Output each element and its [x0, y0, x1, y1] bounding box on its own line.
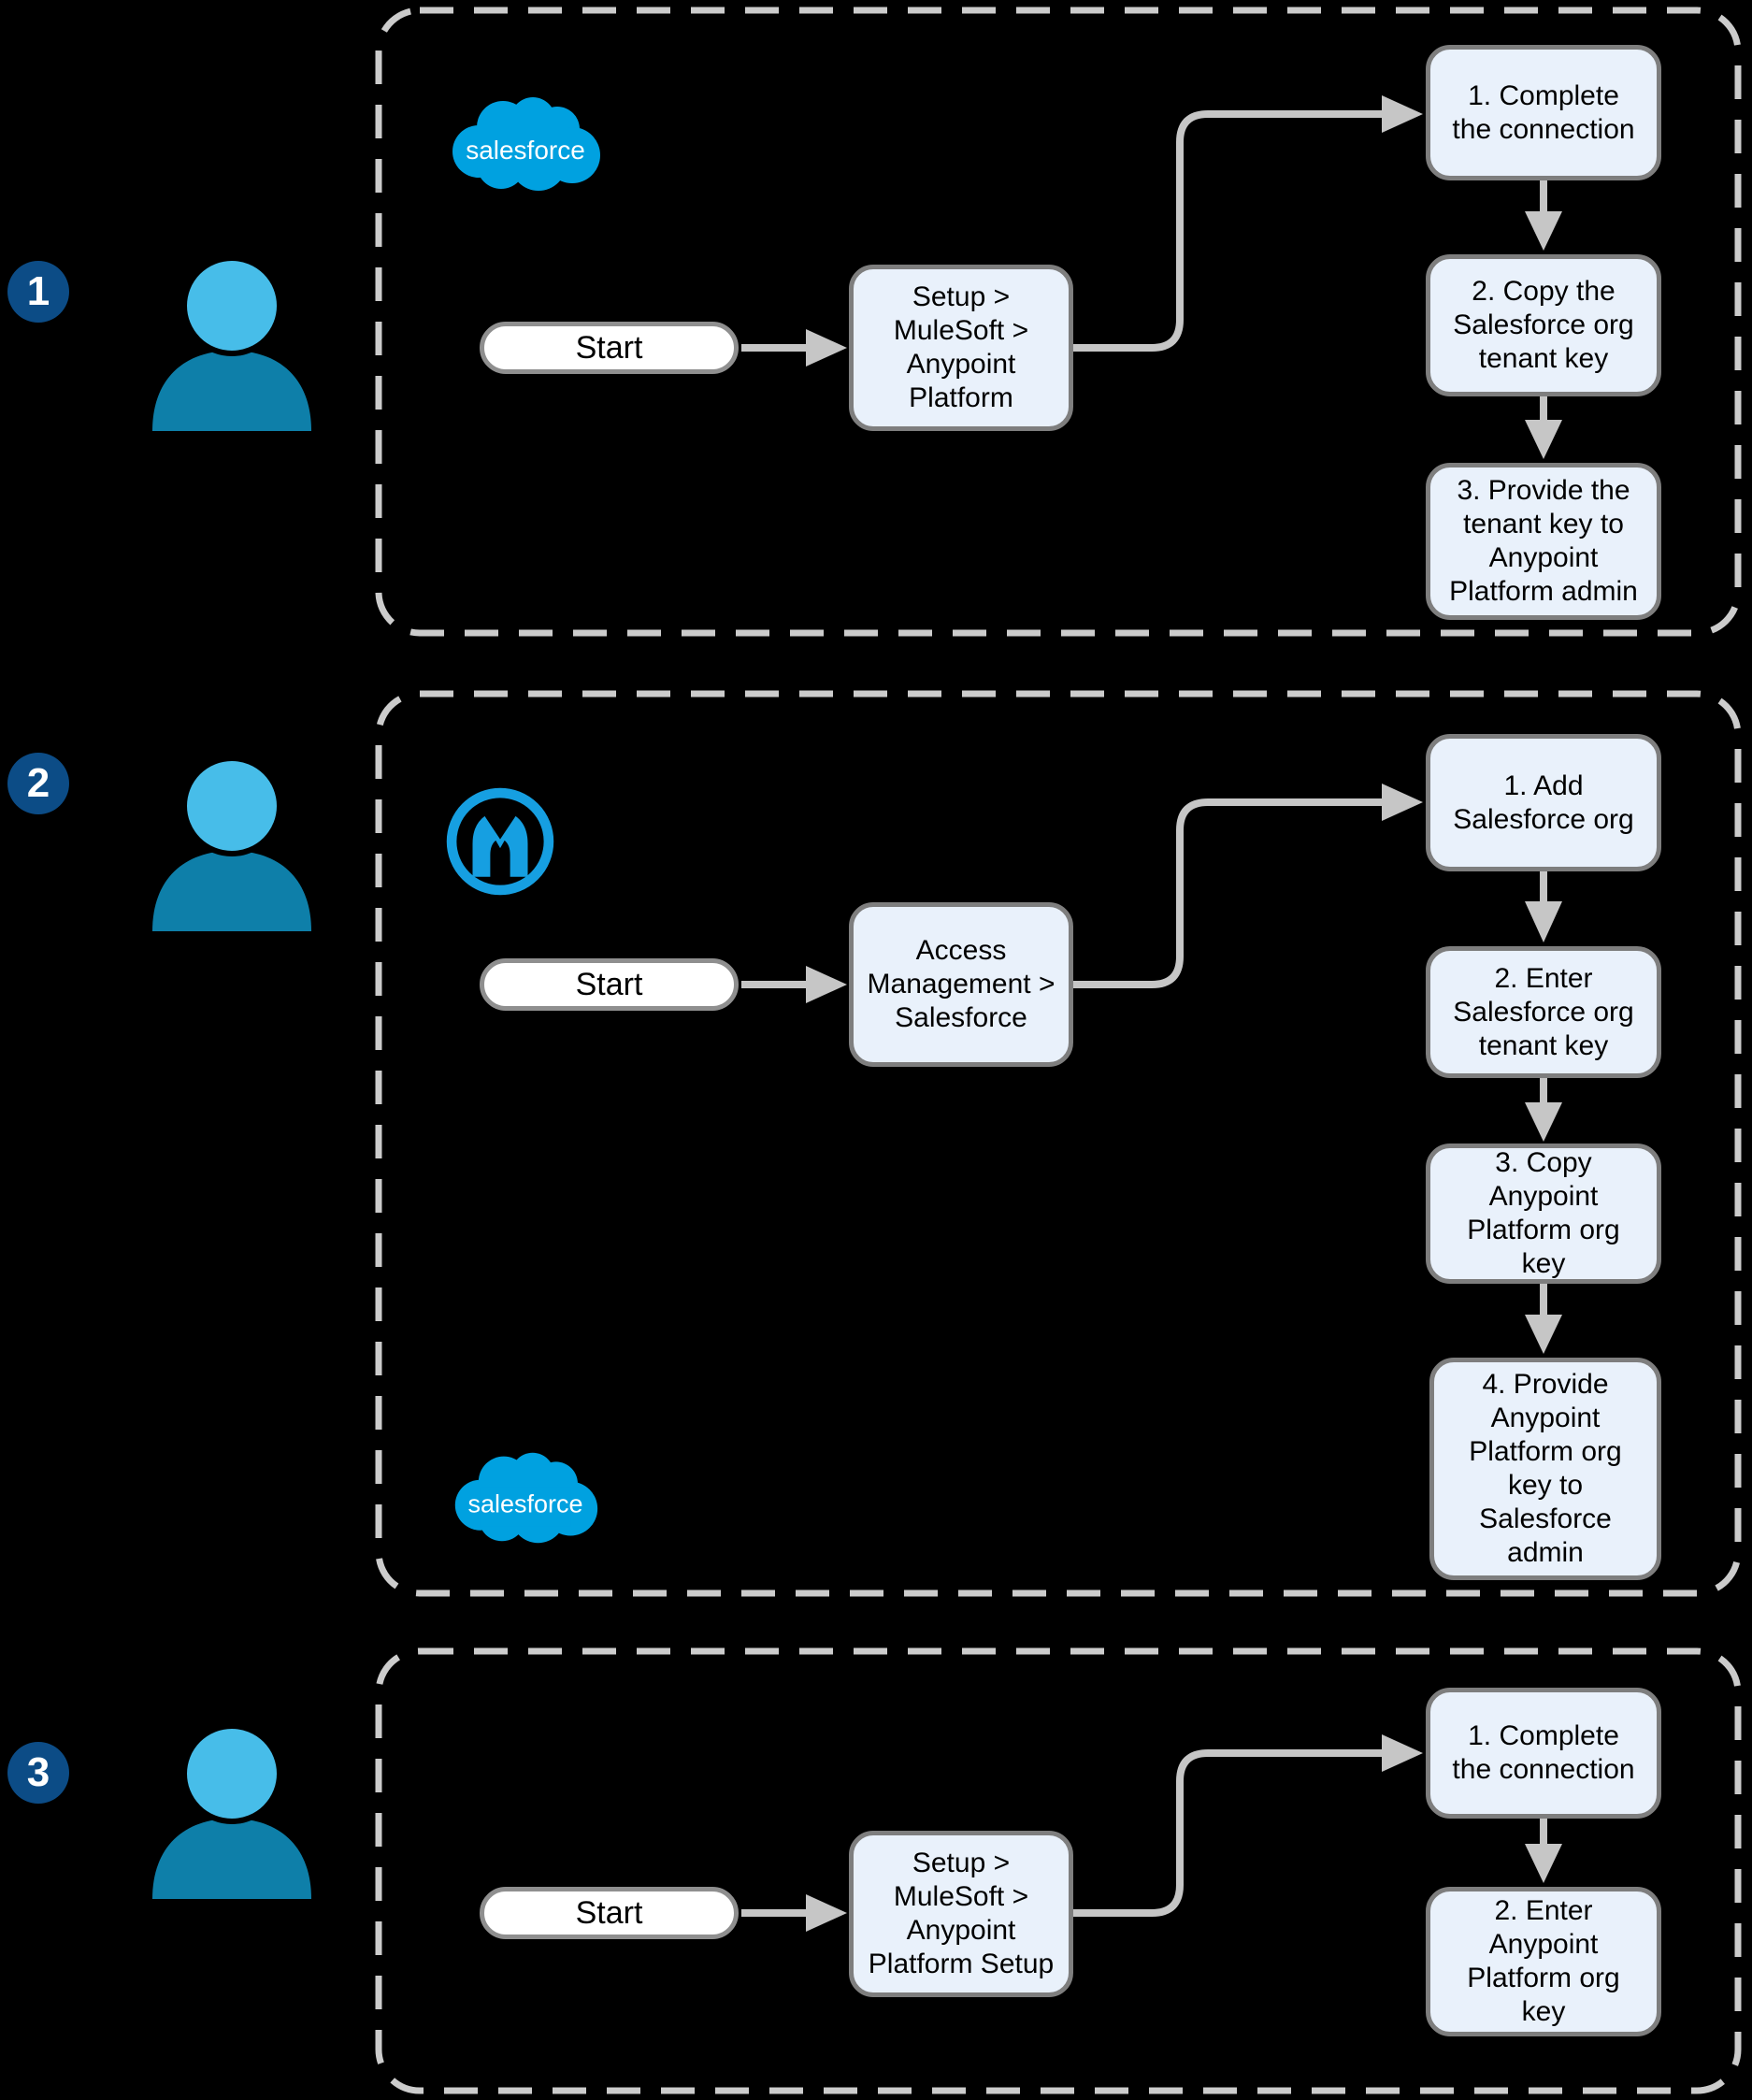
step-box-2-3: 3. Copy Anypoint Platform org key	[1426, 1143, 1661, 1284]
step-box-2-1: 1. Add Salesforce org	[1426, 734, 1661, 871]
salesforce-logo-1: salesforce	[452, 97, 600, 191]
step-box-3-2: 2. Enter Anypoint Platform org key	[1426, 1887, 1661, 2036]
swimlane-3-border	[375, 1647, 1742, 2094]
step-box-1-2: 2. Copy the Salesforce org tenant key	[1426, 254, 1661, 396]
start-node-1: Start	[480, 322, 739, 374]
user-icon-1	[152, 257, 311, 431]
badge-label-3: 3	[26, 1749, 50, 1795]
arrow-start-to-entry-1	[741, 329, 847, 367]
salesforce-logo-2: salesforce	[454, 1452, 598, 1544]
arrow-step1-to-step2-2	[1525, 871, 1562, 942]
step-box-1-3: 3. Provide the tenant key to Anypoint Pl…	[1426, 463, 1661, 620]
badge-label-2: 2	[26, 760, 50, 806]
start-node-3: Start	[480, 1887, 739, 1939]
arrow-entry-to-step1-2	[1073, 784, 1423, 988]
user-icon-2	[152, 757, 311, 931]
arrow-entry-to-step1-3	[1073, 1734, 1423, 1917]
arrow-step2-to-step3-1	[1525, 396, 1562, 459]
start-label-3: Start	[575, 1894, 643, 1931]
step-number-badge-3: 3	[7, 1742, 69, 1804]
start-label-2: Start	[575, 966, 643, 1002]
step-number-badge-2: 2	[7, 753, 69, 814]
salesforce-wordmark-1: salesforce	[466, 136, 585, 165]
user-icon-3	[152, 1725, 311, 1899]
entry-box-1: Setup > MuleSoft > Anypoint Platform	[849, 265, 1073, 431]
start-label-1: Start	[575, 329, 643, 366]
entry-box-2: Access Management > Salesforce	[849, 902, 1073, 1067]
arrow-step1-to-step2-3	[1525, 1819, 1562, 1883]
step-box-2-2: 2. Enter Salesforce org tenant key	[1426, 946, 1661, 1078]
step-box-3-1: 1. Complete the connection	[1426, 1688, 1661, 1819]
arrow-start-to-entry-3	[741, 1894, 847, 1932]
badge-label-1: 1	[26, 268, 50, 314]
start-node-2: Start	[480, 958, 739, 1011]
arrow-step3-to-step4-2	[1525, 1284, 1562, 1354]
entry-box-3: Setup > MuleSoft > Anypoint Platform Set…	[849, 1831, 1073, 1997]
step-box-2-4: 4. Provide Anypoint Platform org key to …	[1429, 1358, 1661, 1580]
step-box-1-1: 1. Complete the connection	[1426, 45, 1661, 180]
arrow-start-to-entry-2	[741, 966, 847, 1003]
salesforce-wordmark-2: salesforce	[467, 1489, 582, 1517]
arrow-entry-to-step1-1	[1073, 95, 1423, 352]
arrow-step2-to-step3-2	[1525, 1078, 1562, 1142]
step-number-badge-1: 1	[7, 261, 69, 323]
arrow-step1-to-step2-1	[1525, 180, 1562, 251]
mulesoft-logo	[446, 787, 554, 896]
swimlane-2-border	[375, 690, 1742, 1597]
